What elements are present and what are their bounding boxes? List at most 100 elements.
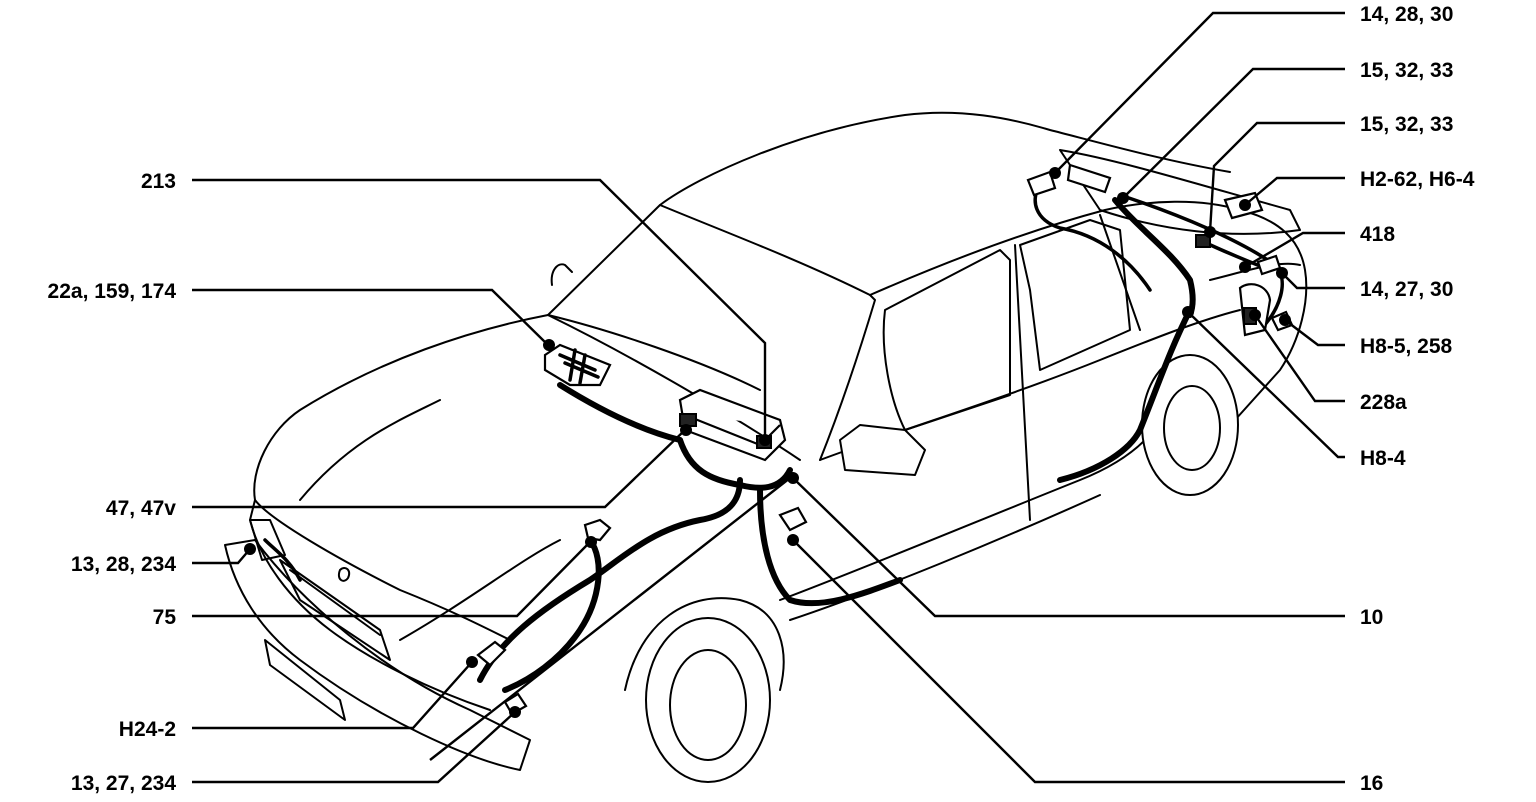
connector-418 bbox=[1195, 234, 1211, 248]
door-line bbox=[1014, 244, 1031, 521]
connector-75 bbox=[583, 518, 612, 542]
hood-front-crease bbox=[399, 539, 561, 641]
leader-75 bbox=[192, 541, 591, 618]
body-rocker bbox=[789, 494, 1101, 621]
harness-sill bbox=[757, 487, 903, 607]
body-side-sill bbox=[779, 439, 1146, 601]
callout-label-418: 418 bbox=[1360, 223, 1395, 246]
leader-15b bbox=[1208, 121, 1345, 233]
leader-16 bbox=[792, 539, 1345, 784]
callout-labels-left: 213 22a, 159, 174 47, 47v 13, 28, 234 75… bbox=[48, 170, 177, 795]
callout-label-16: 16 bbox=[1360, 772, 1383, 795]
wiring-harness bbox=[263, 183, 1284, 693]
rear-window bbox=[1019, 219, 1131, 371]
fuse-box-grid bbox=[558, 348, 600, 385]
leader-47 bbox=[192, 429, 686, 509]
callout-dots bbox=[244, 167, 1291, 718]
roof-outline bbox=[659, 111, 1231, 206]
harness-cowl bbox=[557, 382, 683, 443]
callout-label-h84: H8-4 bbox=[1360, 447, 1406, 470]
leader-22a bbox=[192, 288, 549, 346]
callout-label-13b: 13, 27, 234 bbox=[71, 772, 176, 795]
dot-h85 bbox=[1279, 314, 1291, 326]
callout-label-13a: 13, 28, 234 bbox=[71, 553, 176, 576]
dot-15b bbox=[1204, 226, 1216, 238]
a-pillar bbox=[819, 294, 876, 461]
dot-75 bbox=[585, 536, 597, 548]
dot-418 bbox=[1239, 261, 1251, 273]
harness-roof bbox=[1112, 197, 1196, 318]
dot-228 bbox=[1249, 309, 1261, 321]
dot-10 bbox=[787, 472, 799, 484]
callout-label-h24: H24-2 bbox=[119, 718, 176, 741]
front-wheel bbox=[645, 617, 771, 783]
callout-label-213: 213 bbox=[141, 170, 176, 193]
callout-label-15b: 15, 32, 33 bbox=[1360, 113, 1453, 136]
car-body bbox=[224, 111, 1308, 783]
callout-label-75: 75 bbox=[153, 606, 177, 629]
dot-14a bbox=[1049, 167, 1061, 179]
front-face bbox=[249, 499, 491, 711]
headlight-left bbox=[249, 519, 286, 561]
callout-label-h2: H2-62, H6-4 bbox=[1360, 168, 1475, 191]
harness-engine-bay bbox=[477, 477, 743, 683]
harness-bulkhead bbox=[677, 437, 793, 491]
dot-16 bbox=[787, 534, 799, 546]
dot-14b bbox=[1276, 267, 1288, 279]
side-mirror bbox=[839, 424, 926, 476]
dot-213 bbox=[759, 434, 771, 446]
leader-h84 bbox=[1187, 311, 1345, 459]
connector-h24 bbox=[476, 640, 507, 667]
mirror-left bbox=[550, 263, 573, 286]
leader-14b bbox=[1281, 272, 1345, 290]
leader-418 bbox=[1244, 231, 1345, 269]
leader-10-diag bbox=[429, 477, 791, 761]
callout-label-10: 10 bbox=[1360, 606, 1383, 629]
rear-wheel-hub bbox=[1163, 385, 1221, 471]
dot-13a bbox=[244, 543, 256, 555]
c-pillar bbox=[1099, 214, 1141, 331]
dot-13b bbox=[509, 706, 521, 718]
front-wheel-hub bbox=[669, 649, 747, 761]
roof-edge bbox=[869, 200, 1241, 296]
dot-h2 bbox=[1239, 199, 1251, 211]
grille bbox=[279, 559, 391, 661]
dot-22a bbox=[543, 339, 555, 351]
leader-h85 bbox=[1284, 319, 1345, 347]
callout-label-15a: 15, 32, 33 bbox=[1360, 59, 1453, 82]
leader-lines bbox=[192, 11, 1345, 784]
hood-curve bbox=[299, 399, 441, 501]
dot-47 bbox=[680, 424, 692, 436]
callout-label-h85: H8-5, 258 bbox=[1360, 335, 1453, 358]
leader-13b bbox=[192, 711, 516, 784]
harness-rear-pillar bbox=[1057, 307, 1193, 483]
components bbox=[476, 163, 1294, 716]
callout-labels-right: 14, 28, 30 15, 32, 33 15, 32, 33 H2-62, … bbox=[1360, 3, 1475, 795]
bumper bbox=[224, 539, 531, 771]
leader-213 bbox=[192, 178, 767, 440]
callout-label-22a: 22a, 159, 174 bbox=[48, 280, 177, 303]
front-wheel-arch bbox=[624, 597, 785, 691]
rear-wheel bbox=[1141, 354, 1239, 496]
harness-grille-lamp bbox=[263, 538, 302, 582]
callout-label-14a: 14, 28, 30 bbox=[1360, 3, 1453, 26]
leader-14a bbox=[1054, 11, 1345, 174]
leader-h2 bbox=[1244, 176, 1345, 206]
callout-label-228: 228a bbox=[1360, 391, 1407, 414]
dot-h24 bbox=[466, 656, 478, 668]
callout-label-14b: 14, 27, 30 bbox=[1360, 278, 1453, 301]
leader-15a bbox=[1122, 67, 1345, 199]
connector-14a bbox=[1026, 170, 1057, 197]
roof-console bbox=[1066, 163, 1112, 194]
leader-10 bbox=[792, 477, 1345, 618]
windshield bbox=[547, 204, 871, 391]
emblem-o bbox=[338, 567, 351, 582]
lower-valance bbox=[264, 639, 346, 721]
rear-quarter bbox=[1234, 209, 1308, 421]
front-window bbox=[882, 249, 1011, 431]
leader-228 bbox=[1254, 314, 1345, 403]
control-unit-plug bbox=[679, 413, 697, 427]
dot-15a bbox=[1117, 192, 1129, 204]
harness-roof-lamp bbox=[1033, 183, 1152, 292]
